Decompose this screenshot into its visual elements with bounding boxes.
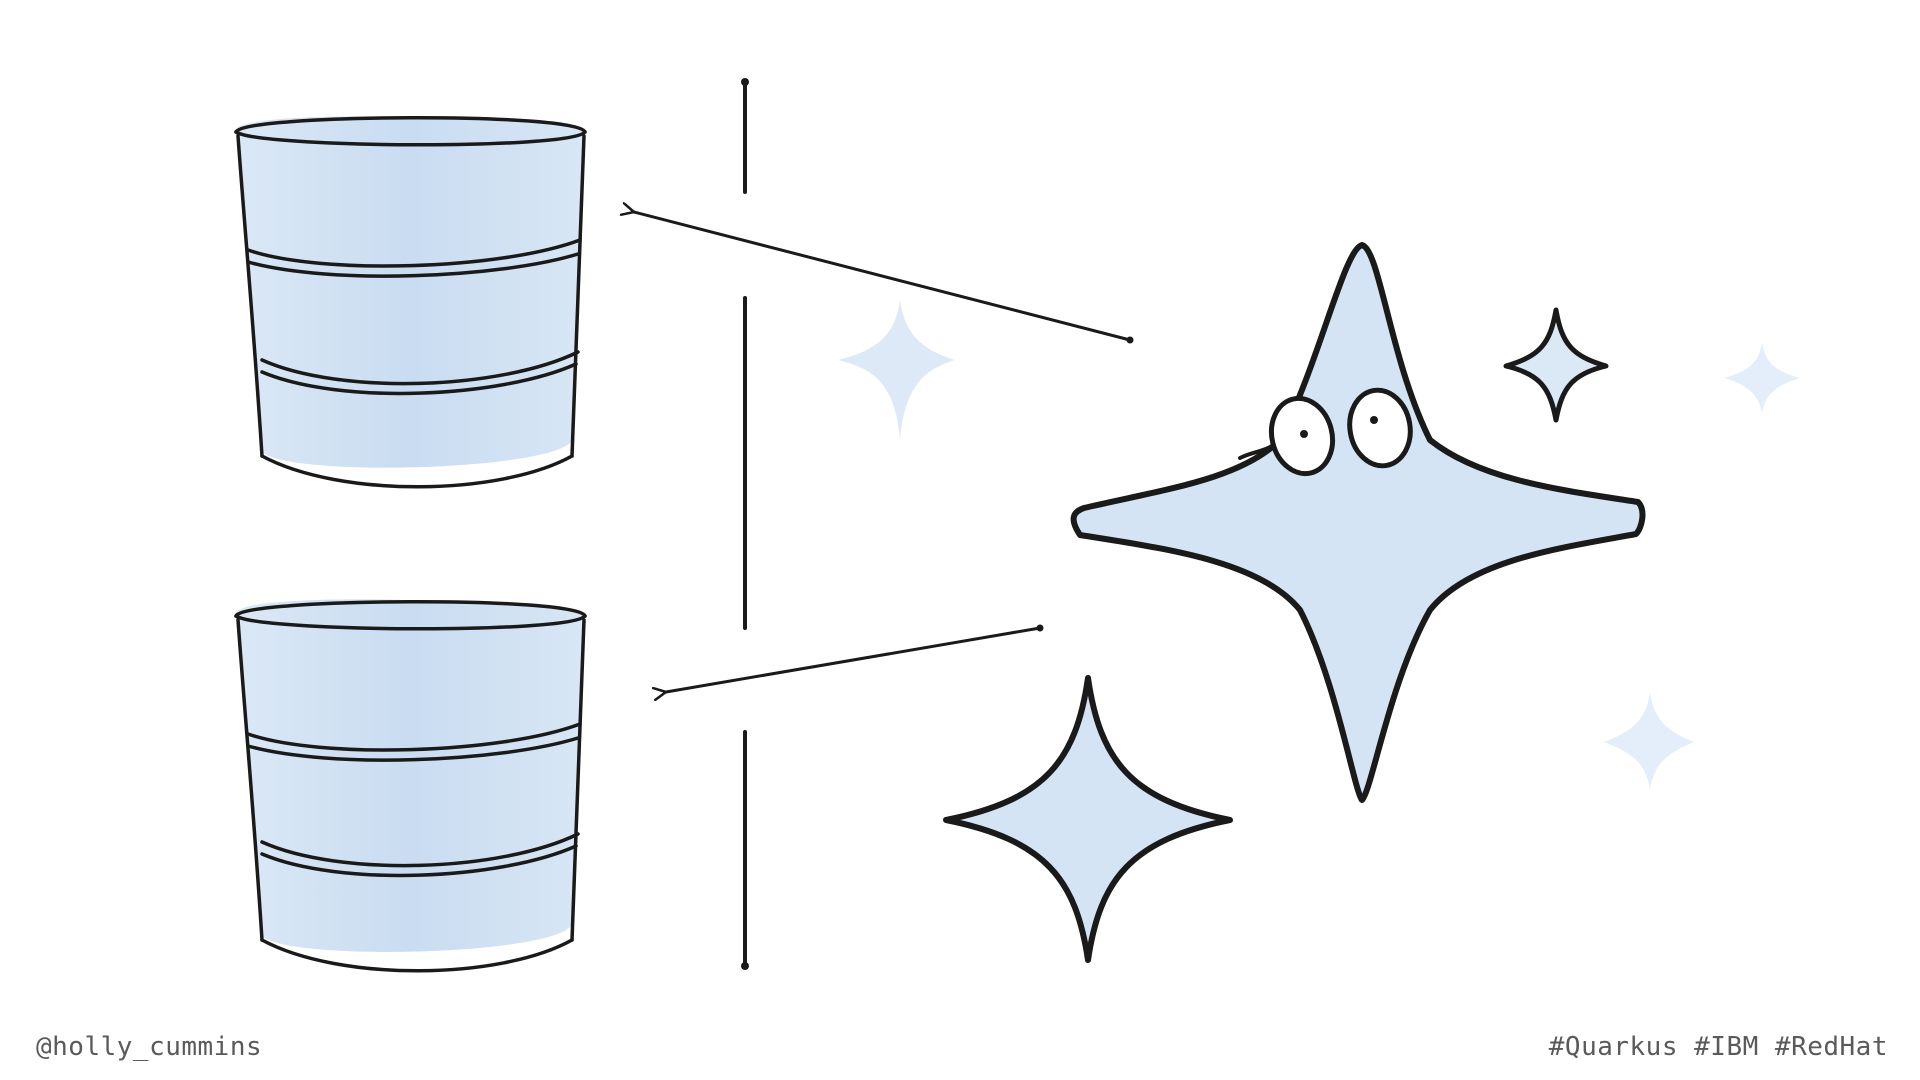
database-icon xyxy=(234,599,587,973)
sparkle-icon xyxy=(838,300,955,440)
sparkle-icon xyxy=(943,675,1233,963)
arrow-left-icon xyxy=(666,624,1044,693)
sparkle-icon xyxy=(1604,692,1694,790)
sparkle-star-character-icon xyxy=(1070,242,1646,803)
database-icon xyxy=(234,116,587,489)
author-handle: @holly_cummins xyxy=(36,1032,263,1062)
arrow-left-icon xyxy=(634,212,1134,344)
dashed-barrier-icon xyxy=(741,78,749,970)
sparkle-icon xyxy=(1503,307,1609,423)
sparkle-icon xyxy=(1724,342,1800,414)
hashtags: #Quarkus #IBM #RedHat xyxy=(1548,1032,1888,1062)
